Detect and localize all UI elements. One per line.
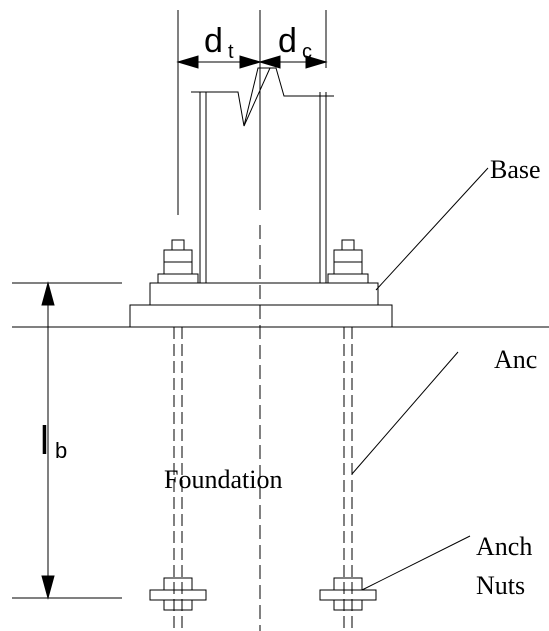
anchor-rod-right bbox=[319, 239, 377, 630]
arrow-dc-right bbox=[305, 55, 328, 69]
dimension-lb bbox=[41, 281, 55, 600]
anchor-rod-right-bottom-washer bbox=[319, 589, 377, 601]
lb-subscript: b bbox=[55, 438, 67, 463]
top-plate bbox=[149, 282, 379, 306]
anchor-rod-left-washer bbox=[157, 273, 199, 284]
arrow-lb-top bbox=[41, 281, 55, 306]
anchor-rod-right-bottom-nut-2 bbox=[333, 599, 363, 611]
anchor-rod-left-top-stub bbox=[171, 239, 185, 251]
dt-subscript: t bbox=[228, 41, 234, 63]
anchor-rod-left-bottom-washer bbox=[149, 589, 207, 601]
dimension-dt bbox=[176, 55, 262, 69]
arrow-dt-left bbox=[176, 55, 199, 69]
dc-subscript: c bbox=[302, 41, 312, 63]
dimension-dc bbox=[258, 55, 328, 69]
label-anchor-rods: Anc bbox=[494, 345, 537, 374]
arrow-lb-bottom bbox=[41, 575, 55, 600]
dc-symbol: d bbox=[278, 22, 297, 60]
anchor-rod-left-bottom-nut bbox=[163, 577, 193, 591]
centre-leader bbox=[243, 67, 271, 127]
label-anchor-nuts-line2: Nuts bbox=[476, 571, 525, 600]
extension-lines bbox=[177, 10, 327, 215]
column-break-line bbox=[191, 67, 334, 127]
label-anchor-nuts-line1: Anch bbox=[476, 532, 532, 561]
anchor-rod-right-washer bbox=[327, 273, 369, 284]
arrow-dt-right bbox=[239, 55, 262, 69]
anchor-rod-left-bottom-nut-2 bbox=[163, 599, 193, 611]
anchor-rod-left bbox=[149, 239, 207, 630]
anchor-rod-right-top-stub bbox=[341, 239, 355, 251]
leader-anchor-nuts bbox=[361, 535, 471, 591]
label-foundation: Foundation bbox=[164, 465, 282, 494]
dt-symbol: d bbox=[204, 22, 223, 60]
leader-anchor-rods bbox=[351, 351, 459, 475]
lb-symbol: l bbox=[40, 419, 49, 463]
arrow-dc-left bbox=[258, 55, 281, 69]
label-base: Base bbox=[490, 155, 541, 184]
anchor-rod-right-bottom-nut bbox=[333, 577, 363, 591]
leader-base bbox=[375, 167, 489, 291]
base-plate bbox=[129, 304, 393, 328]
base-plate-assembly bbox=[129, 282, 393, 328]
column bbox=[191, 67, 334, 283]
